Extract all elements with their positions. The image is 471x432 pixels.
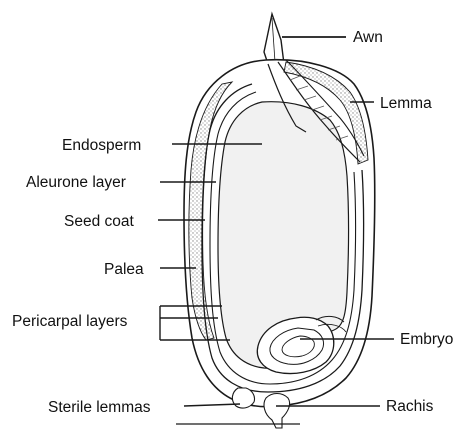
label-lemma: Lemma <box>380 95 432 112</box>
label-aleurone-layer: Aleurone layer <box>26 174 126 191</box>
label-rachis: Rachis <box>386 398 434 415</box>
leader-sterile-lemmas <box>184 404 240 406</box>
sterile-lemma-shape <box>232 388 254 408</box>
awn-shape <box>264 14 284 64</box>
rachis-shape <box>264 394 290 429</box>
label-embryo: Embryo <box>400 331 453 348</box>
label-endosperm: Endosperm <box>62 137 141 154</box>
label-awn: Awn <box>353 29 383 46</box>
label-palea: Palea <box>104 261 144 278</box>
label-seed-coat: Seed coat <box>64 213 134 230</box>
label-pericarpal-layers: Pericarpal layers <box>12 313 128 330</box>
label-sterile-lemmas: Sterile lemmas <box>48 399 151 416</box>
